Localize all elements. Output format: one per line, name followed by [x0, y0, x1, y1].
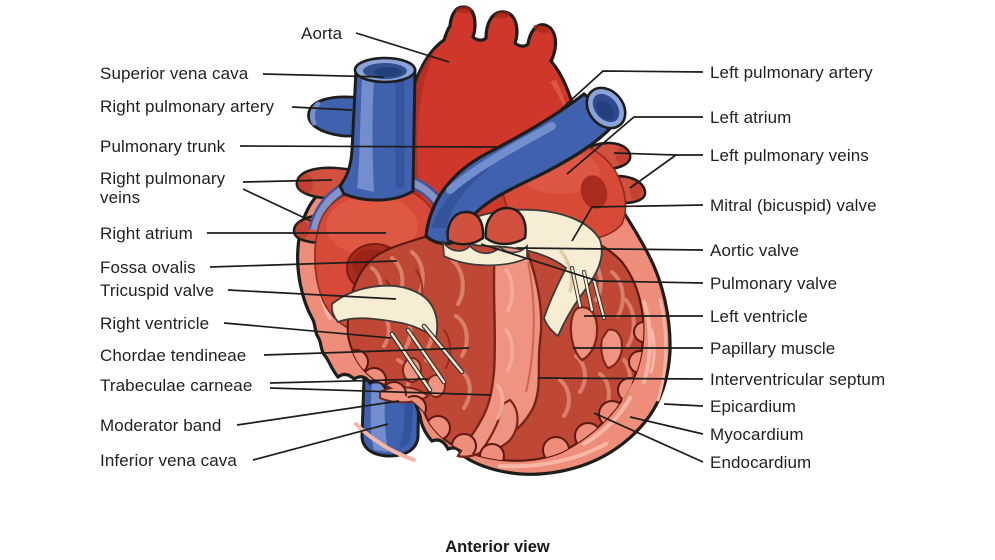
caption-anterior-view: Anterior view — [445, 538, 550, 556]
leader-pulmonary-trunk — [239, 145, 500, 148]
leader-chordae-tendineae — [263, 347, 470, 356]
label-superior-vena-cava: Superior vena cava — [100, 64, 249, 83]
leader-interventricular-septum — [537, 377, 704, 380]
label-trabeculae-carneae: Trabeculae carneae — [100, 376, 253, 395]
label-inferior-vena-cava: Inferior vena cava — [100, 451, 237, 470]
label-right-ventricle: Right ventricle — [100, 314, 210, 333]
label-papillary-muscle: Papillary muscle — [710, 339, 836, 358]
label-pulmonary-trunk: Pulmonary trunk — [100, 137, 226, 156]
label-mitral-valve: Mitral (bicuspid) valve — [710, 196, 877, 215]
label-right-pulmonary-veins: Right pulmonary veins — [100, 169, 226, 207]
leader-right-ventricle — [223, 322, 392, 339]
interventricular-septum — [456, 241, 543, 458]
leader-mitral-valve — [571, 204, 704, 242]
label-aorta: Aorta — [301, 24, 343, 43]
label-left-pulmonary-artery: Left pulmonary artery — [710, 63, 873, 82]
leader-endocardium — [593, 412, 704, 463]
pulmonary-trunk — [424, 86, 627, 246]
left-pulmonary-artery-opening — [585, 86, 627, 130]
leader-epicardium — [663, 403, 704, 407]
label-fossa-ovalis: Fossa ovalis — [100, 258, 196, 277]
leader-lines — [207, 32, 704, 463]
label-epicardium: Epicardium — [710, 397, 797, 416]
leader-right-pulmonary-vein-2 — [242, 188, 312, 222]
label-endocardium: Endocardium — [710, 453, 812, 472]
leader-left-pulmonary-artery — [557, 70, 704, 113]
leader-pulmonary-valve — [480, 243, 704, 284]
leader-aortic-valve — [515, 247, 704, 251]
label-chordae-tendineae: Chordae tendineae — [100, 346, 247, 365]
leader-tricuspid-valve — [227, 289, 397, 300]
label-aortic-valve: Aortic valve — [710, 241, 800, 260]
leader-superior-vena-cava — [262, 73, 385, 78]
label-myocardium: Myocardium — [710, 425, 804, 444]
leader-right-pulmonary-artery — [291, 106, 353, 111]
leader-aorta — [355, 32, 450, 63]
label-left-atrium: Left atrium — [710, 108, 792, 127]
label-left-ventricle: Left ventricle — [710, 307, 808, 326]
leader-right-pulmonary-vein-1 — [242, 179, 333, 183]
label-left-pulmonary-veins: Left pulmonary veins — [710, 146, 869, 165]
label-tricuspid-valve: Tricuspid valve — [100, 281, 215, 300]
leader-left-atrium — [566, 116, 703, 175]
label-right-pulmonary-artery: Right pulmonary artery — [100, 97, 275, 116]
left-pulmonary-veins — [584, 141, 647, 205]
mitral-valve — [444, 208, 603, 338]
tricuspid-valve — [330, 284, 438, 340]
leader-trabeculae-carneae-2 — [269, 387, 492, 396]
epicardium-streaks — [315, 250, 668, 469]
label-right-atrium: Right atrium — [100, 224, 193, 243]
leader-moderator-band — [236, 400, 400, 426]
valves-and-chordae — [330, 206, 606, 393]
leader-myocardium — [629, 416, 704, 435]
leader-trabeculae-carneae-1 — [269, 378, 429, 384]
label-pulmonary-valve: Pulmonary valve — [710, 274, 838, 293]
ivc-highlight — [370, 384, 388, 452]
pulmonary-valve-cusps — [441, 206, 528, 267]
leader-fossa-ovalis — [209, 260, 398, 268]
left-atrium-notch — [580, 175, 608, 209]
label-moderator-band: Moderator band — [100, 416, 222, 435]
label-interventricular-septum: Interventricular septum — [710, 370, 886, 389]
leader-inferior-vena-cava — [252, 423, 389, 461]
leader-left-pulmonary-vein-2 — [629, 154, 677, 189]
